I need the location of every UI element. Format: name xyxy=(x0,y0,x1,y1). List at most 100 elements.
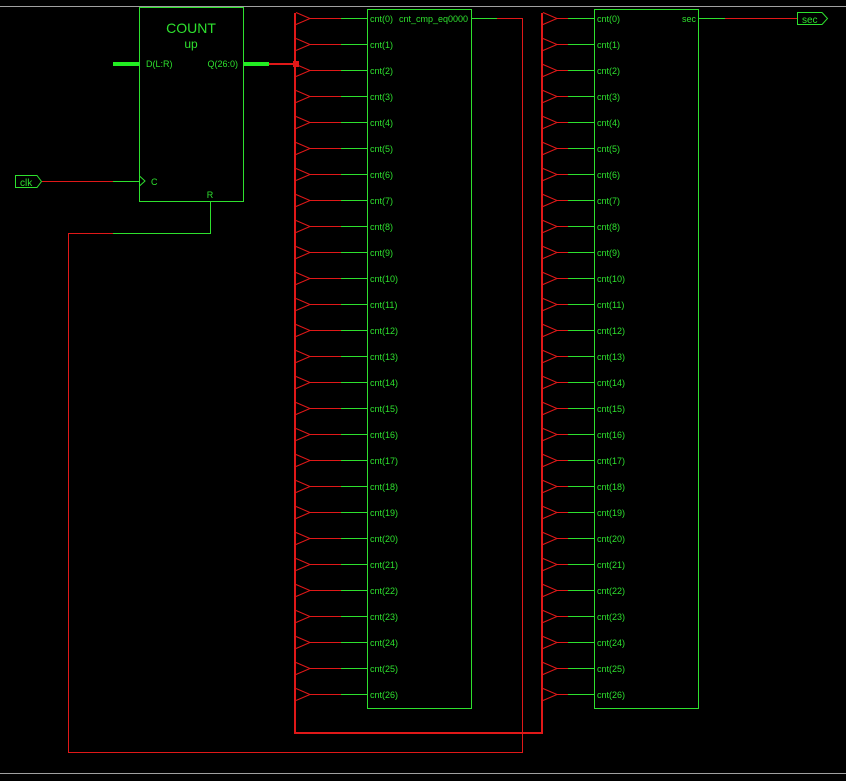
sec-port[interactable]: sec xyxy=(797,12,829,27)
bus-tap-icon xyxy=(542,298,559,311)
bus-tap-row[interactable]: cnt(23) xyxy=(295,610,398,623)
bus-tap-row[interactable]: cnt(2) xyxy=(295,64,393,77)
bus-tap-row[interactable]: cnt(8) xyxy=(295,220,393,233)
bus-tap-row[interactable]: cnt(16) xyxy=(295,428,398,441)
bus-tap-row[interactable]: cnt(25) xyxy=(295,662,398,675)
bus-tap-row[interactable]: cnt(2) xyxy=(542,64,620,77)
bus-tap-row[interactable]: cnt(0) xyxy=(295,12,393,25)
cnt-bus[interactable] xyxy=(294,13,543,734)
bus-tap-icon xyxy=(542,532,559,545)
reset-net-wire[interactable] xyxy=(68,18,523,753)
bus-tap-row[interactable]: cnt(19) xyxy=(295,506,398,519)
bus-tap-row[interactable]: cnt(10) xyxy=(295,272,398,285)
bus-tap-row[interactable]: cnt(12) xyxy=(295,324,398,337)
bus-tap-row[interactable]: cnt(20) xyxy=(295,532,398,545)
bus-tap-row[interactable]: cnt(22) xyxy=(295,584,398,597)
bus-tap-row[interactable]: cnt(25) xyxy=(542,662,625,675)
bus-tap-icon xyxy=(542,662,559,675)
bus-tap-row[interactable]: cnt(22) xyxy=(542,584,625,597)
bus-tap-row[interactable]: cnt(15) xyxy=(295,402,398,415)
bus-tap-icon xyxy=(542,116,559,129)
bus-tap-icon xyxy=(542,402,559,415)
counter-block[interactable]: COUNT up D(L:R) Q(26:0) C R xyxy=(139,7,244,202)
sec-box[interactable] xyxy=(594,9,699,709)
bus-tap-icon xyxy=(295,90,312,103)
bus-tap-row[interactable]: cnt(26) xyxy=(295,688,398,701)
bus-tap-row[interactable]: cnt(8) xyxy=(542,220,620,233)
bus-tap-row[interactable]: cnt(24) xyxy=(295,636,398,649)
bus-tap-icon xyxy=(542,350,559,363)
bus-tap-row[interactable]: cnt(23) xyxy=(542,610,625,623)
comparator-box[interactable] xyxy=(367,9,472,709)
bus-tap-row[interactable]: cnt(6) xyxy=(295,168,393,181)
input-pin-label: cnt(24) xyxy=(370,638,398,648)
bus-tap-row[interactable]: cnt(12) xyxy=(542,324,625,337)
bus-tap-row[interactable]: cnt(7) xyxy=(542,194,620,207)
input-port-icon xyxy=(15,175,43,188)
clk-port-label: clk xyxy=(20,178,33,189)
input-pin-label: cnt(17) xyxy=(597,456,625,466)
input-pin-label: cnt(1) xyxy=(597,40,620,50)
input-pin-label: cnt(23) xyxy=(597,612,625,622)
bus-tap-row[interactable]: cnt(5) xyxy=(295,142,393,155)
bus-tap-icon xyxy=(295,272,312,285)
bus-tap-row[interactable]: cnt(16) xyxy=(542,428,625,441)
comparator-block[interactable]: cnt_cmp_eq0000 cnt(0) cnt(1) cnt(2) cnt(3) c… xyxy=(295,9,472,709)
bus-tap-row[interactable]: cnt(11) xyxy=(542,298,624,311)
reset-wire-stub[interactable] xyxy=(113,202,211,234)
clock-edge-icon xyxy=(139,175,146,187)
bus-tap-row[interactable]: cnt(13) xyxy=(542,350,625,363)
bus-tap-icon xyxy=(542,558,559,571)
bus-tap-row[interactable]: cnt(14) xyxy=(542,376,625,389)
bus-tap-row[interactable]: cnt(4) xyxy=(295,116,393,129)
input-pin-label: cnt(5) xyxy=(597,144,620,154)
bus-tap-row[interactable]: cnt(7) xyxy=(295,194,393,207)
clk-port[interactable]: clk xyxy=(15,175,43,190)
sec-block[interactable]: sec cnt(0)cnt(1)cnt(2)cnt(3)cnt(4)cnt(5)… xyxy=(542,9,699,709)
pin-c-label: C xyxy=(151,177,158,187)
input-pin-label: cnt(14) xyxy=(370,378,398,388)
bus-tap-icon xyxy=(542,376,559,389)
input-pin-label: cnt(23) xyxy=(370,612,398,622)
bus-tap-row[interactable]: cnt(18) xyxy=(542,480,625,493)
input-pin-label: cnt(3) xyxy=(370,92,393,102)
bus-tap-row[interactable]: cnt(11) xyxy=(295,298,397,311)
bus-tap-row[interactable]: cnt(26) xyxy=(542,688,625,701)
input-pin-label: cnt(7) xyxy=(597,196,620,206)
bus-tap-row[interactable]: cnt(17) xyxy=(542,454,625,467)
input-pin-label: cnt(16) xyxy=(370,430,398,440)
bus-tap-row[interactable]: cnt(0) xyxy=(542,12,620,25)
bus-tap-row[interactable]: cnt(18) xyxy=(295,480,398,493)
bus-tap-row[interactable]: cnt(10) xyxy=(542,272,625,285)
bus-tap-row[interactable]: cnt(24) xyxy=(542,636,625,649)
bus-tap-row[interactable]: cnt(20) xyxy=(542,532,625,545)
bus-tap-icon xyxy=(295,246,312,259)
bus-tap-row[interactable]: cnt(17) xyxy=(295,454,398,467)
bus-tap-row[interactable]: cnt(5) xyxy=(542,142,620,155)
input-pin-label: cnt(11) xyxy=(370,300,397,310)
bus-tap-row[interactable]: cnt(6) xyxy=(542,168,620,181)
bus-tap-row[interactable]: cnt(4) xyxy=(542,116,620,129)
bus-tap-row[interactable]: cnt(15) xyxy=(542,402,625,415)
bus-tap-icon xyxy=(542,688,559,701)
input-pin-label: cnt(12) xyxy=(370,326,398,336)
bus-tap-row[interactable]: cnt(13) xyxy=(295,350,398,363)
bus-tap-row[interactable]: cnt(21) xyxy=(542,558,625,571)
bus-tap-icon xyxy=(295,558,312,571)
input-pin-label: cnt(21) xyxy=(370,560,398,570)
bus-tap-icon xyxy=(295,454,312,467)
input-pin-label: cnt(2) xyxy=(370,66,393,76)
bus-tap-row[interactable]: cnt(3) xyxy=(542,90,620,103)
bus-tap-row[interactable]: cnt(14) xyxy=(295,376,398,389)
bus-tap-row[interactable]: cnt(1) xyxy=(295,38,393,51)
bus-tap-row[interactable]: cnt(1) xyxy=(542,38,620,51)
bus-tap-row[interactable]: cnt(19) xyxy=(542,506,625,519)
counter-box[interactable] xyxy=(139,7,244,202)
bus-tap-row[interactable]: cnt(21) xyxy=(295,558,398,571)
comparator-output-label: cnt_cmp_eq0000 xyxy=(399,14,468,24)
pin-r-label: R xyxy=(207,190,214,200)
bus-tap-row[interactable]: cnt(3) xyxy=(295,90,393,103)
bus-tap-row[interactable]: cnt(9) xyxy=(295,246,393,259)
bus-tap-row[interactable]: cnt(9) xyxy=(542,246,620,259)
